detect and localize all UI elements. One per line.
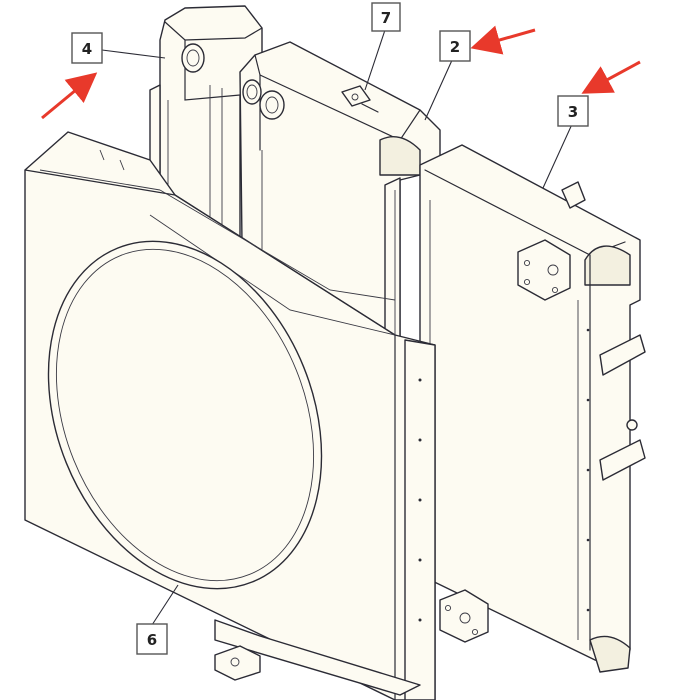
red-arrow-icon [470, 25, 536, 55]
callout-label-4: 4 [82, 40, 92, 58]
callout-6: 6 [136, 623, 168, 655]
callout-label-7: 7 [381, 9, 391, 27]
callout-label-2: 2 [450, 38, 460, 56]
callout-label-3: 3 [568, 103, 578, 121]
red-arrow-icon [41, 72, 98, 120]
red-arrows [41, 25, 641, 120]
callout-3: 3 [557, 95, 589, 127]
red-arrow-icon [581, 60, 641, 94]
part-3-right-radiator [419, 144, 646, 673]
leader-4 [101, 49, 166, 59]
callout-7: 7 [371, 2, 401, 32]
leader-6 [151, 584, 179, 626]
callout-2: 2 [439, 30, 471, 62]
leader-lines [101, 29, 574, 626]
leader-3 [542, 121, 574, 189]
part-6-fan-shroud [24, 131, 436, 700]
callout-label-6: 6 [147, 631, 157, 649]
callout-4: 4 [71, 32, 103, 64]
leader-2 [424, 57, 454, 121]
leader-7 [364, 29, 386, 91]
